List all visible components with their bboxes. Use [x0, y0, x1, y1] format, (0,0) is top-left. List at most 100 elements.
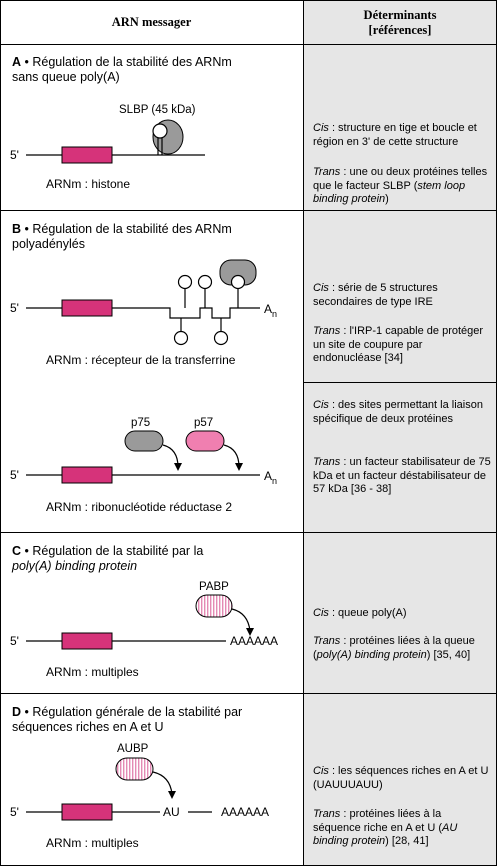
section-c-cis: Cis : queue poly(A)	[313, 607, 491, 621]
section-a-cis: Cis : structure en tige et boucle et rég…	[313, 122, 491, 149]
section-b2-p75-label: p75	[131, 417, 150, 429]
section-d-protein-label: AUBP	[117, 743, 149, 755]
grid-left	[0, 0, 1, 866]
section-b1-ire-up-2	[197, 274, 213, 290]
section-d-trans-text1: : protéines liées à la séquence riche en…	[313, 808, 443, 834]
grid-header-bottom	[0, 44, 497, 45]
section-d-caption: ARNm : multiples	[46, 836, 139, 850]
grid-b-bottom	[0, 532, 497, 533]
section-c-letter: C	[12, 544, 22, 558]
section-b2-caption: ARNm : ribonucléotide réductase 2	[46, 500, 232, 514]
section-c-trans: Trans : protéines liées à la queue (poly…	[313, 635, 491, 662]
section-a-cis-text: : structure en tige et boucle et région …	[313, 122, 477, 148]
section-c-cis-label: Cis	[313, 607, 329, 619]
section-c-title-line1: • Régulation de la stabilité par la	[21, 544, 204, 558]
section-b2-trans-text: : un facteur stabilisateur de 75 kDa et …	[313, 456, 491, 495]
grid-top	[0, 0, 497, 1]
section-d-cis-label: Cis	[313, 765, 329, 777]
cell-a-right-bg	[303, 44, 497, 210]
section-a-title: A • Régulation de la stabilité des ARNm …	[12, 55, 232, 85]
section-b2-diagram: p75 p57 5' An ARNm : ribonucléotide rédu…	[10, 417, 277, 514]
section-d-trans-text2: ) [28, 41]	[385, 835, 429, 847]
section-b1-tail: An	[264, 302, 277, 319]
grid-c-bottom	[0, 693, 497, 694]
section-b1-ire-down-1	[173, 330, 189, 346]
section-b2-trans-label: Trans	[313, 456, 341, 468]
header-col2-line2: [références]	[368, 23, 432, 37]
section-b1-ire-down-2	[213, 330, 229, 346]
header-right-bg	[303, 0, 497, 44]
section-a-trans-text1: : une ou deux protéines telles que le fa…	[313, 166, 488, 192]
section-a-cis-label: Cis	[313, 122, 329, 134]
section-b2-p57-arrowhead	[235, 463, 243, 471]
section-b-title: B • Régulation de la stabilité des ARNm …	[12, 222, 232, 252]
section-d-cis: Cis : les séquences riches en A et U (UA…	[313, 765, 491, 792]
section-a-title-line1: • Régulation de la stabilité des ARNm	[21, 55, 232, 69]
section-b1-diagram: 5' An ARNm : récepteur de la transferrin…	[10, 259, 277, 367]
section-c-protein-label: PABP	[199, 581, 229, 593]
section-a-trans: Trans : une ou deux protéines telles que…	[313, 166, 491, 207]
section-a-stem-loop	[152, 123, 168, 139]
section-c-pabp-protein	[195, 594, 233, 618]
cell-c-right-bg	[303, 532, 497, 693]
section-d-aubp-protein	[115, 757, 154, 781]
section-b2-five-prime: 5'	[10, 468, 19, 482]
section-b1-cis-text: : série de 5 structures secondaires de t…	[313, 282, 438, 308]
section-b2-tail: An	[264, 469, 277, 486]
section-b1-ire-up-1	[177, 274, 193, 290]
section-b-title-line2: polyadénylés	[12, 237, 85, 251]
section-a-title-line2: sans queue poly(A)	[12, 70, 120, 84]
section-d-title: D • Régulation générale de la stabilité …	[12, 705, 242, 735]
section-d-letter: D	[12, 705, 22, 719]
section-c-trans-text1: : protéines liées à la queue (	[313, 635, 475, 661]
section-b2-cis-label: Cis	[313, 399, 329, 411]
section-a-protein-label: SLBP (45 kDa)	[119, 104, 196, 116]
header-col1: ARN messager	[111, 15, 192, 29]
section-b2-p57-label: p57	[194, 417, 213, 429]
cell-d-right-bg	[303, 693, 497, 866]
section-a-coding-region	[61, 146, 113, 164]
section-b1-five-prime: 5'	[10, 301, 19, 315]
section-c-title: C • Régulation de la stabilité par la po…	[12, 544, 203, 574]
section-b2-p75-arrowhead	[174, 463, 182, 471]
section-d-coding-region	[61, 803, 113, 821]
section-d-trans-italic: AU binding protein	[313, 821, 458, 848]
section-b1-mrna-line	[26, 307, 260, 319]
section-c-cis-text: : queue poly(A)	[328, 607, 407, 619]
section-d-five-prime: 5'	[10, 805, 19, 819]
section-d-arrow	[152, 771, 173, 795]
section-c-trans-text2: ) [35, 40]	[426, 648, 471, 661]
section-b1-trans: Trans : l'IRP-1 capable de protéger un s…	[313, 325, 491, 366]
section-c-title-line2: poly(A) binding protein	[12, 559, 138, 573]
section-a-trans-text2: )	[385, 193, 389, 205]
section-c-arrow	[231, 608, 251, 632]
section-b2-p57-protein	[185, 430, 225, 452]
grid-b-split	[303, 382, 497, 383]
section-b1-caption: ARNm : récepteur de la transferrine	[46, 353, 236, 367]
section-a-trans-label: Trans	[313, 166, 341, 178]
section-a-letter: A	[12, 55, 22, 69]
section-d-diagram: AUBP 5' AU AAAAAA ARNm : multiples	[10, 743, 269, 850]
cell-b2-right-bg	[303, 382, 497, 532]
section-c-trans-italic: poly(A) binding protein	[316, 648, 427, 661]
section-c-tail: AAAAAA	[230, 634, 278, 648]
section-d-au: AU	[163, 805, 180, 819]
header-col2: Déterminants [références]	[303, 8, 497, 38]
section-c-arrowhead	[246, 628, 254, 636]
section-b1-coding-region	[61, 299, 113, 317]
section-c-caption: ARNm : multiples	[46, 665, 139, 679]
section-d-arrowhead	[168, 791, 176, 799]
cell-b1-right-bg	[303, 210, 497, 382]
section-c-diagram: PABP 5' AAAAAA ARNm : multiples	[10, 581, 278, 679]
section-b2-coding-region	[61, 466, 113, 484]
section-a-trans-italic: stem loop binding protein	[313, 179, 466, 206]
section-d-trans: Trans : protéines liées à la séquence ri…	[313, 808, 491, 849]
section-b1-ire-up-3	[230, 274, 246, 290]
section-d-title-line1: • Régulation générale de la stabilité pa…	[21, 705, 243, 719]
section-b2-p75-protein	[124, 430, 164, 452]
grid-middle	[303, 0, 304, 866]
section-b1-cis-label: Cis	[313, 282, 329, 294]
grid-a-bottom	[0, 210, 497, 211]
section-d-trans-label: Trans	[313, 808, 341, 820]
